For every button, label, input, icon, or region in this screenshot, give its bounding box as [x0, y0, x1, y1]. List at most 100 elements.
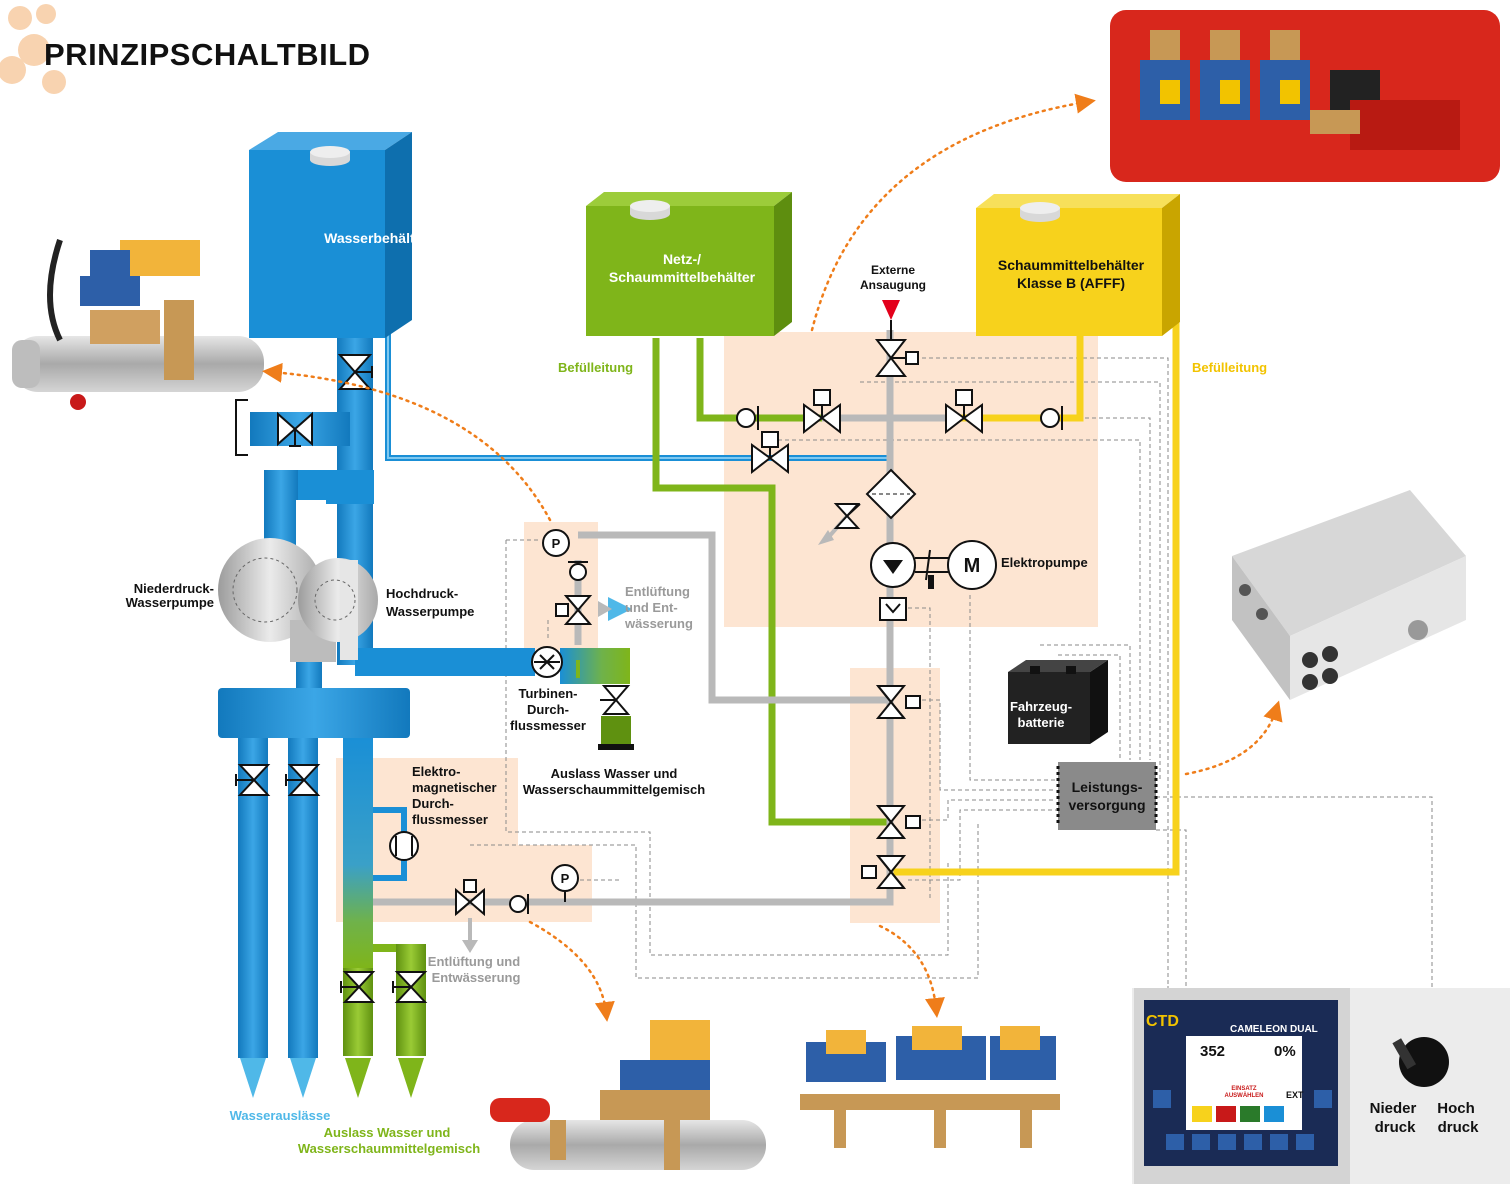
valve-block-zone: [724, 332, 1098, 627]
green-fill-line: [652, 338, 890, 826]
vent-label-2: und Ent-: [625, 600, 678, 615]
mix-outlet-valve: [598, 685, 634, 750]
external-suction-valve: [874, 300, 919, 377]
yellow-valve: [945, 389, 983, 435]
hp-pump-label-1: Hochdruck-: [386, 586, 458, 601]
check-valve-green: [736, 406, 759, 430]
turbine-label-1: Turbinen-: [519, 686, 578, 701]
hp-pump-label-2: Wasserpumpe: [386, 604, 474, 619]
external-suction-label-1: Externe: [871, 263, 915, 277]
pressure-label-lower: P: [561, 871, 570, 886]
motor-symbol: M: [964, 555, 981, 577]
vent-lower-label-1: Entlüftung und: [428, 954, 520, 969]
em-flowmeter-label-1: Elektro-: [412, 764, 460, 779]
column-valve-1: [875, 685, 921, 719]
power-label-1: Leistungs-: [1072, 779, 1143, 795]
outlet-arrows: [240, 1058, 424, 1098]
electric-pump: M: [870, 540, 997, 590]
photo-junction-box: [1232, 490, 1466, 700]
net-foam-label-2: Schaummittelbehälter: [609, 269, 756, 285]
vent-lower-label-2: Entwässerung: [432, 970, 521, 985]
pressure-gauge-lower: P: [551, 864, 579, 902]
power-label-2: versorgung: [1068, 797, 1145, 813]
control-panel: CTD CAMELEON DUAL 352 0% EINSATZ AUSWÄHL…: [1132, 988, 1510, 1184]
panel-name: CAMELEON DUAL: [1230, 1024, 1318, 1035]
photo-red-unit: [1110, 10, 1500, 182]
grey-vent-line: [578, 531, 890, 704]
grey-return-line: [373, 890, 894, 906]
panel-value-1: 352: [1200, 1043, 1225, 1060]
photo-mixer-bottom: [490, 1020, 766, 1170]
mid-outlet-label-1: Auslass Wasser und: [551, 766, 678, 781]
lp-pump-label-2: Wasserpumpe: [126, 595, 214, 610]
panel-value-2: 0%: [1274, 1043, 1296, 1060]
fill-line-label-right: Befülleitung: [1192, 360, 1267, 375]
distribution-manifold: [218, 688, 410, 738]
external-suction-label-2: Ansaugung: [860, 278, 926, 292]
afff-label-2: Klasse B (AFFF): [1017, 275, 1125, 291]
panel-einsatz-2: AUSWÄHLEN: [1225, 1092, 1264, 1099]
electric-pump-label: Elektropumpe: [1001, 555, 1088, 570]
em-flowmeter-label-2: magnetischer: [412, 780, 497, 795]
vent-valve-upper: [555, 595, 593, 625]
side-branch-valve: [235, 399, 313, 456]
panel-einsatz-1: EINSATZ: [1231, 1086, 1257, 1092]
foam-mix-column: [343, 738, 373, 968]
panel-ext: EXT: [1286, 1090, 1304, 1100]
tank-outlet-valve: [337, 354, 373, 390]
water-tank-label: Wasserbehälter: [324, 230, 428, 246]
yellow-suction-line: [960, 330, 1084, 422]
logo-decoration: [0, 4, 66, 94]
check-valve-upper: [568, 561, 588, 581]
fill-line-label-left: Befülleitung: [558, 360, 633, 375]
water-tank: Wasserbehälter: [249, 132, 428, 338]
vehicle-battery: Fahrzeug- batterie: [1008, 660, 1108, 744]
high-pressure-pump: [298, 558, 378, 660]
check-valve-yellow: [1040, 406, 1063, 430]
power-supply: Leistungs- versorgung: [1056, 762, 1158, 830]
nieder-label-2: druck: [1375, 1119, 1417, 1136]
pressure-gauge-upper: P: [542, 529, 570, 557]
battery-label-2: batterie: [1018, 715, 1065, 730]
vent-label-3: wässerung: [624, 616, 693, 631]
outlet-valve-3: [340, 971, 376, 1003]
column-valve-2: [875, 805, 921, 839]
nieder-label-1: Nieder: [1370, 1100, 1417, 1117]
net-foam-tank: Netz-/ Schaummittelbehälter: [586, 192, 792, 336]
pressure-switch: [879, 597, 907, 621]
green-suction-line: [696, 338, 822, 422]
photo-callouts: [262, 93, 1283, 1022]
check-valve-lower: [509, 894, 529, 914]
bottom-outlet-label-1: Auslass Wasser und: [324, 1125, 451, 1140]
lp-pump-label-1: Niederdruck-: [134, 581, 214, 596]
bottom-outlet-label-2: Wasserschaummittelgemisch: [298, 1141, 480, 1156]
net-foam-label-1: Netz-/: [663, 251, 701, 267]
turbine-label-3: flussmesser: [510, 718, 586, 733]
battery-label-1: Fahrzeug-: [1010, 699, 1072, 714]
hp-outlet-pipe: [355, 648, 535, 676]
green-valve: [803, 389, 841, 435]
outlet-valve-4: [392, 971, 428, 1003]
em-flowmeter-label-3: Durch-: [412, 796, 454, 811]
vent-label-1: Entlüftung: [625, 584, 690, 599]
turbine-label-2: Durch-: [527, 702, 569, 717]
turbine-flowmeter: [531, 646, 563, 678]
hoch-label-1: Hoch: [1437, 1100, 1475, 1117]
strainer: [865, 468, 917, 520]
hoch-label-2: druck: [1438, 1119, 1480, 1136]
afff-label-1: Schaummittelbehälter: [998, 257, 1145, 273]
photo-valve-unit-left: [12, 239, 264, 410]
mid-outlet-label-2: Wasserschaummittelgemisch: [523, 782, 705, 797]
water-outlets-label: Wasserauslässe: [230, 1108, 331, 1123]
panel-brand: CTD: [1146, 1013, 1179, 1030]
blue-feed-valve: [751, 431, 789, 475]
photo-valve-manifold: [800, 1026, 1060, 1148]
lower-mix-valve: [455, 879, 485, 917]
afff-tank: Schaummittelbehälter Klasse B (AFFF): [976, 194, 1180, 336]
column-valve-3: [861, 855, 907, 889]
outlet-valve-1: [235, 764, 271, 796]
electromagnetic-flowmeter: [389, 831, 419, 861]
outlet-valve-2: [285, 764, 321, 796]
drain-valve: [833, 503, 861, 529]
